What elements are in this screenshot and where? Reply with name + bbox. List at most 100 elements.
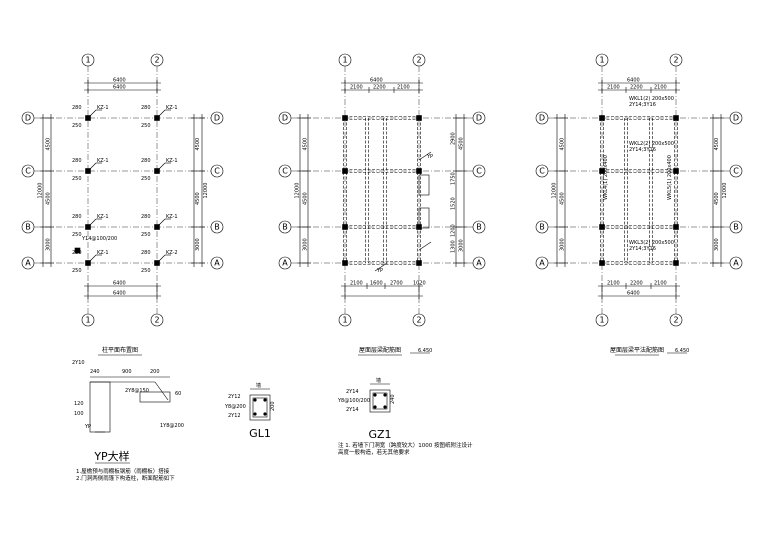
dim-text: 280 — [141, 105, 151, 111]
rebar — [383, 405, 387, 409]
column — [416, 260, 422, 266]
dim-text: 2200 — [373, 85, 386, 91]
axis-letter-label: D — [25, 114, 31, 123]
beam-annotation: WKL5(1) 200x400 — [667, 155, 673, 200]
column — [416, 115, 422, 121]
axis-bubble-A — [21, 256, 35, 270]
axis-number-label: 1 — [342, 56, 347, 65]
dim-text: 280 — [72, 214, 82, 220]
yp-note: 2.门洞两侧雨篷下构造柱，断面配筋如下 — [76, 474, 175, 482]
dim-text: 4500 — [560, 192, 566, 205]
yp-label: 900 — [122, 369, 132, 375]
axis-bubble-2 — [669, 53, 683, 67]
gz1-note: 高度一般构造，若无其他要求 — [338, 448, 410, 456]
yp-wall — [89, 381, 111, 433]
gz1-label: 墙 — [376, 377, 381, 384]
axis-bubble-C — [278, 164, 292, 178]
rebar — [373, 405, 377, 409]
dim-text: 250 — [72, 268, 82, 274]
rebar — [253, 412, 257, 416]
axis-letter-label: A — [25, 259, 31, 268]
leader — [156, 109, 166, 119]
column — [673, 168, 679, 174]
axis-number-label: 2 — [416, 316, 421, 325]
axis-bubble-B — [210, 220, 224, 234]
plan-title: 屋面层梁配筋图 — [359, 346, 401, 354]
dim-text: 2200 — [630, 85, 643, 91]
dim-text: 2900 — [451, 132, 457, 145]
dim-text: 6400 — [370, 78, 383, 84]
dim-text: 2100 — [607, 85, 620, 91]
dim-text: 280 — [72, 158, 82, 164]
axis-number-label: 2 — [673, 316, 678, 325]
dim-text: 2100 — [654, 281, 667, 287]
column — [342, 260, 348, 266]
column-tag: KZ-1 — [97, 158, 109, 164]
beam-annotation: WKL3(2) 200x500 — [629, 240, 674, 246]
column-tag: KZ-2 — [166, 250, 178, 256]
dim-text: 2100 — [350, 85, 363, 91]
axis-letter-label: D — [476, 114, 482, 123]
axis-number-label: 2 — [154, 316, 159, 325]
dim-text: 2200 — [630, 281, 643, 287]
axis-bubble-D — [472, 111, 486, 125]
yp-label: 120 — [74, 401, 84, 407]
dim-text: 4500 — [560, 138, 566, 151]
axis-number-label: 2 — [416, 56, 421, 65]
gl1-label: 墙 — [256, 382, 261, 389]
column — [342, 115, 348, 121]
column-tag: KZ-1 — [166, 105, 178, 111]
gz1-label: 2Y14 — [346, 389, 359, 395]
axis-bubble-C — [210, 164, 224, 178]
dim-text: 6400 — [113, 281, 126, 287]
dim-text: 4500 — [303, 192, 309, 205]
axis-bubble-B — [278, 220, 292, 234]
axis-letter-label: C — [476, 167, 482, 176]
axis-bubble-B — [535, 220, 549, 234]
axis-number-label: 1 — [85, 56, 90, 65]
axis-letter-label: B — [733, 223, 739, 232]
dim-text: 250 — [72, 176, 82, 182]
dim-text: 2100 — [350, 281, 363, 287]
axis-letter-label: C — [733, 167, 739, 176]
leader — [418, 241, 432, 251]
column-tag: KZ-1 — [166, 214, 178, 220]
axis-number-label: 2 — [673, 56, 678, 65]
column — [599, 115, 605, 121]
axis-bubble-2 — [669, 313, 683, 327]
dim-text: 4500 — [46, 192, 52, 205]
yp-tag: YP — [376, 268, 383, 274]
dim-text: 4500 — [195, 192, 201, 205]
yp-label: 2Y8@150 — [125, 388, 149, 394]
column-tag: KZ-1 — [97, 250, 109, 256]
axis-number-label: 1 — [599, 56, 604, 65]
gl1-label: 2Y12 — [228, 394, 241, 400]
dim-text: 280 — [72, 250, 82, 256]
axis-bubble-1 — [81, 53, 95, 67]
dim-text: 3000 — [459, 239, 465, 252]
slab-outline — [418, 174, 430, 196]
dim-text: 12000 — [722, 183, 728, 199]
gl1-label: 2Y12 — [228, 413, 241, 419]
dim-text: 4500 — [46, 138, 52, 151]
leader — [87, 254, 97, 264]
axis-letter-label: C — [214, 167, 220, 176]
column-tag: KZ-1 — [97, 214, 109, 220]
dim-text: 12000 — [38, 183, 44, 199]
gz1-label: 2Y14 — [346, 407, 359, 413]
rebar — [263, 412, 267, 416]
axis-bubble-B — [729, 220, 743, 234]
axis-letter-label: A — [214, 259, 220, 268]
beam-annotation: 2Y14;3Y16 — [629, 246, 656, 252]
axis-bubble-D — [729, 111, 743, 125]
leader — [87, 162, 97, 172]
column-tag: KZ-1 — [97, 105, 109, 111]
axis-number-label: 2 — [154, 56, 159, 65]
gl1-label: 200 — [270, 401, 276, 411]
leader — [418, 151, 432, 161]
axis-bubble-2 — [412, 313, 426, 327]
dim-text: 2100 — [397, 85, 410, 91]
gz1-label: Y8@100/200 — [337, 398, 370, 404]
dim-text: 1300 — [451, 240, 457, 253]
